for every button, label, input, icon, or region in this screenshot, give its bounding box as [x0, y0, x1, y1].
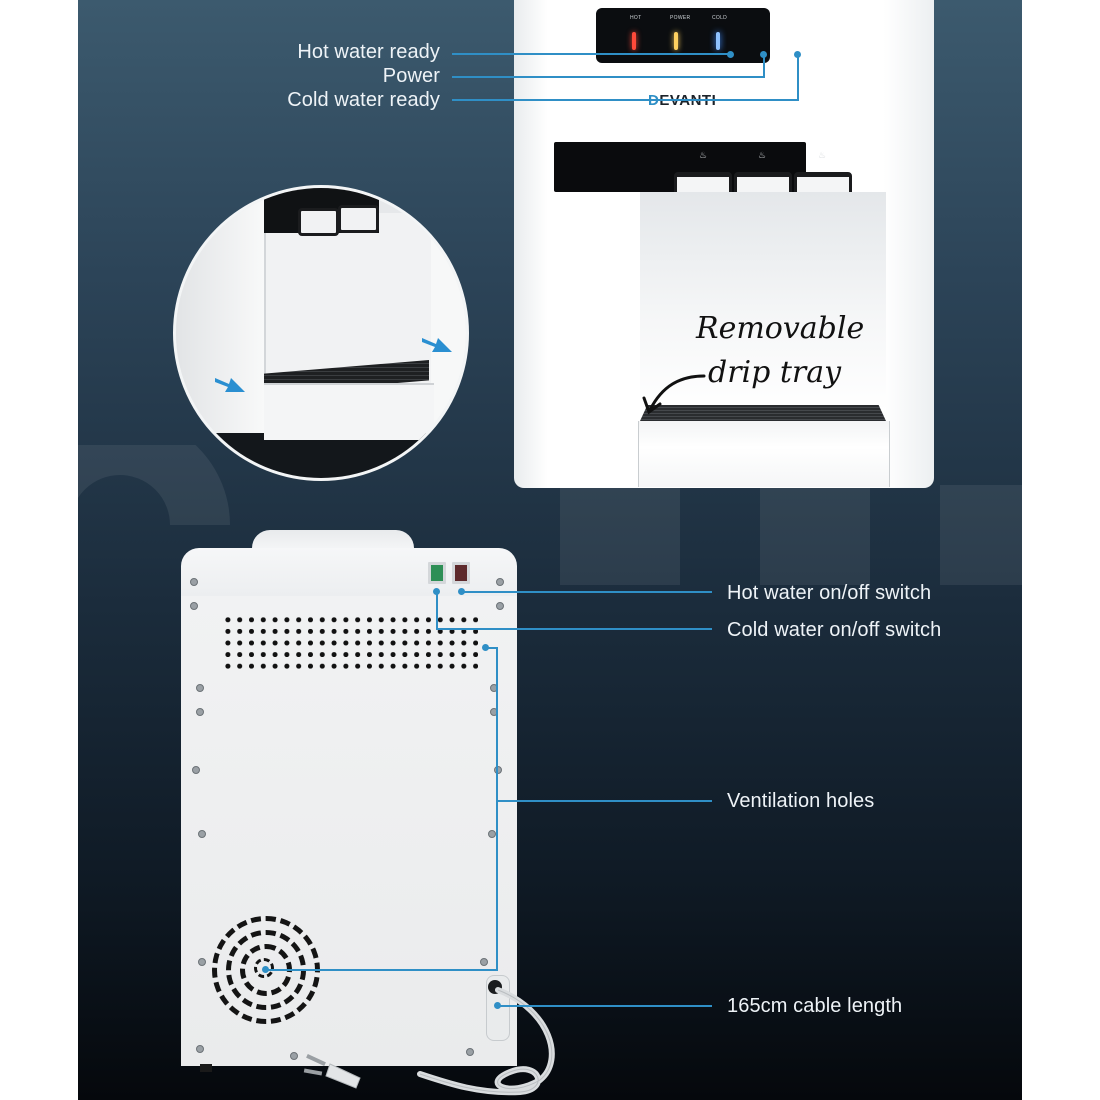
cold-tap-icon: ♨ [817, 150, 827, 160]
leader-line-vent-vertical [496, 647, 498, 801]
screw [480, 958, 488, 966]
screw [466, 1048, 474, 1056]
callout-cable-length: 165cm cable length [727, 995, 903, 1017]
hot-tap-icon: ♨ [698, 150, 708, 160]
leader-line-cold-switch-vertical [436, 591, 438, 629]
hot-indicator-label: HOT [630, 15, 642, 21]
screw [290, 1052, 298, 1060]
dispensing-recess [640, 192, 886, 412]
screw [198, 830, 206, 838]
leader-dot-cable [494, 1002, 501, 1009]
callout-hot-water-ready: Hot water ready [297, 41, 440, 63]
screw [494, 766, 502, 774]
leader-line-hot [452, 53, 730, 55]
leader-dot-fan [262, 966, 269, 973]
leader-line-vent-stub [486, 647, 497, 649]
callout-ventilation-holes: Ventilation holes [727, 790, 875, 812]
leader-line-fan [266, 969, 498, 971]
power-cable [417, 987, 555, 1096]
ventilation-holes [222, 614, 478, 670]
drip-tray-annotation-line1: Removable [696, 311, 865, 346]
screw [196, 1045, 204, 1053]
leader-line-cold [452, 99, 798, 101]
leader-line-cold-vertical [797, 55, 799, 101]
hot-indicator-light [632, 32, 636, 50]
arrow-down-right-icon [215, 378, 245, 392]
screw [198, 958, 206, 966]
drip-tray-grille [640, 405, 886, 421]
leader-dot-power [760, 51, 767, 58]
screw [196, 708, 204, 716]
drip-tray-closeup [173, 185, 469, 481]
callout-hot-water-switch: Hot water on/off switch [727, 582, 932, 604]
warm-tap-icon: ♨ [757, 150, 767, 160]
screw [190, 578, 198, 586]
leader-line-vent [496, 800, 712, 802]
cold-indicator-light [716, 32, 720, 50]
screw [190, 602, 198, 610]
screw [488, 830, 496, 838]
back-top-cap [252, 530, 414, 552]
screw [192, 766, 200, 774]
power-plug-icon [303, 1053, 361, 1089]
screw [196, 684, 204, 692]
screw [496, 602, 504, 610]
callout-cold-water-ready: Cold water ready [287, 89, 440, 111]
drip-tray[interactable] [638, 421, 890, 487]
closeup-drip-tray [264, 383, 434, 440]
arrow-down-right-icon [422, 338, 452, 352]
callout-cold-water-switch: Cold water on/off switch [727, 619, 942, 641]
callout-power: Power [382, 65, 440, 87]
leader-line-power-vertical [763, 55, 765, 78]
leader-line-fan-vertical [496, 800, 498, 970]
leader-line-hot-switch [462, 591, 712, 593]
leader-dot-vent [482, 644, 489, 651]
leader-line-cable [498, 1005, 712, 1007]
power-indicator-label: POWER [670, 15, 691, 21]
screw [496, 578, 504, 586]
cold-water-switch[interactable] [428, 562, 446, 584]
leader-line-power [452, 76, 764, 78]
foot [200, 1064, 212, 1072]
leader-dot-hot-switch [458, 588, 465, 595]
power-indicator-light [674, 32, 678, 50]
curved-arrow-icon [642, 374, 706, 415]
hot-water-switch[interactable] [452, 562, 470, 584]
drip-tray-annotation-line2: drip tray [708, 355, 842, 390]
leader-dot-hot [727, 51, 734, 58]
cold-indicator-label: COLD [712, 15, 728, 21]
leader-dot-cold [794, 51, 801, 58]
leader-line-cold-switch [436, 628, 712, 630]
